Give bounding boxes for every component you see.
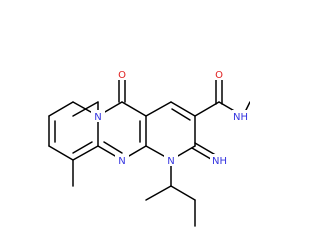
bond — [103, 141, 123, 154]
amide-oxygen: O — [212, 68, 226, 81]
atom-label: N — [118, 156, 125, 167]
bond — [121, 101, 147, 117]
bond-layer — [48, 79, 250, 227]
bond — [171, 108, 191, 121]
ring-nitrogen-lower: N — [164, 154, 178, 167]
ring-nitrogen-middle: N — [115, 154, 129, 167]
bond — [145, 101, 172, 117]
molecule-structure-diagram: O N N N NH O NH — [48, 68, 250, 227]
bond — [48, 145, 74, 161]
atom-label: O — [215, 70, 223, 81]
bond — [170, 185, 196, 201]
atom-label: N — [94, 112, 101, 123]
bond — [145, 185, 172, 201]
bond — [72, 145, 99, 161]
atom-label: NH — [212, 156, 227, 167]
ring-nitrogen-upper: N — [91, 110, 105, 123]
bond — [48, 101, 74, 117]
atom-label: O — [118, 70, 126, 81]
atom-label: N — [167, 156, 174, 167]
atom-label: NH — [233, 112, 248, 123]
bond — [194, 101, 220, 117]
bond — [170, 101, 196, 117]
bond — [72, 141, 93, 154]
imino-nitrogen: NH — [210, 154, 232, 167]
atom-label-layer: O N N N NH O NH — [91, 68, 250, 167]
ring-carbonyl-oxygen: O — [115, 68, 129, 81]
amide-nitrogen: NH — [232, 110, 250, 123]
